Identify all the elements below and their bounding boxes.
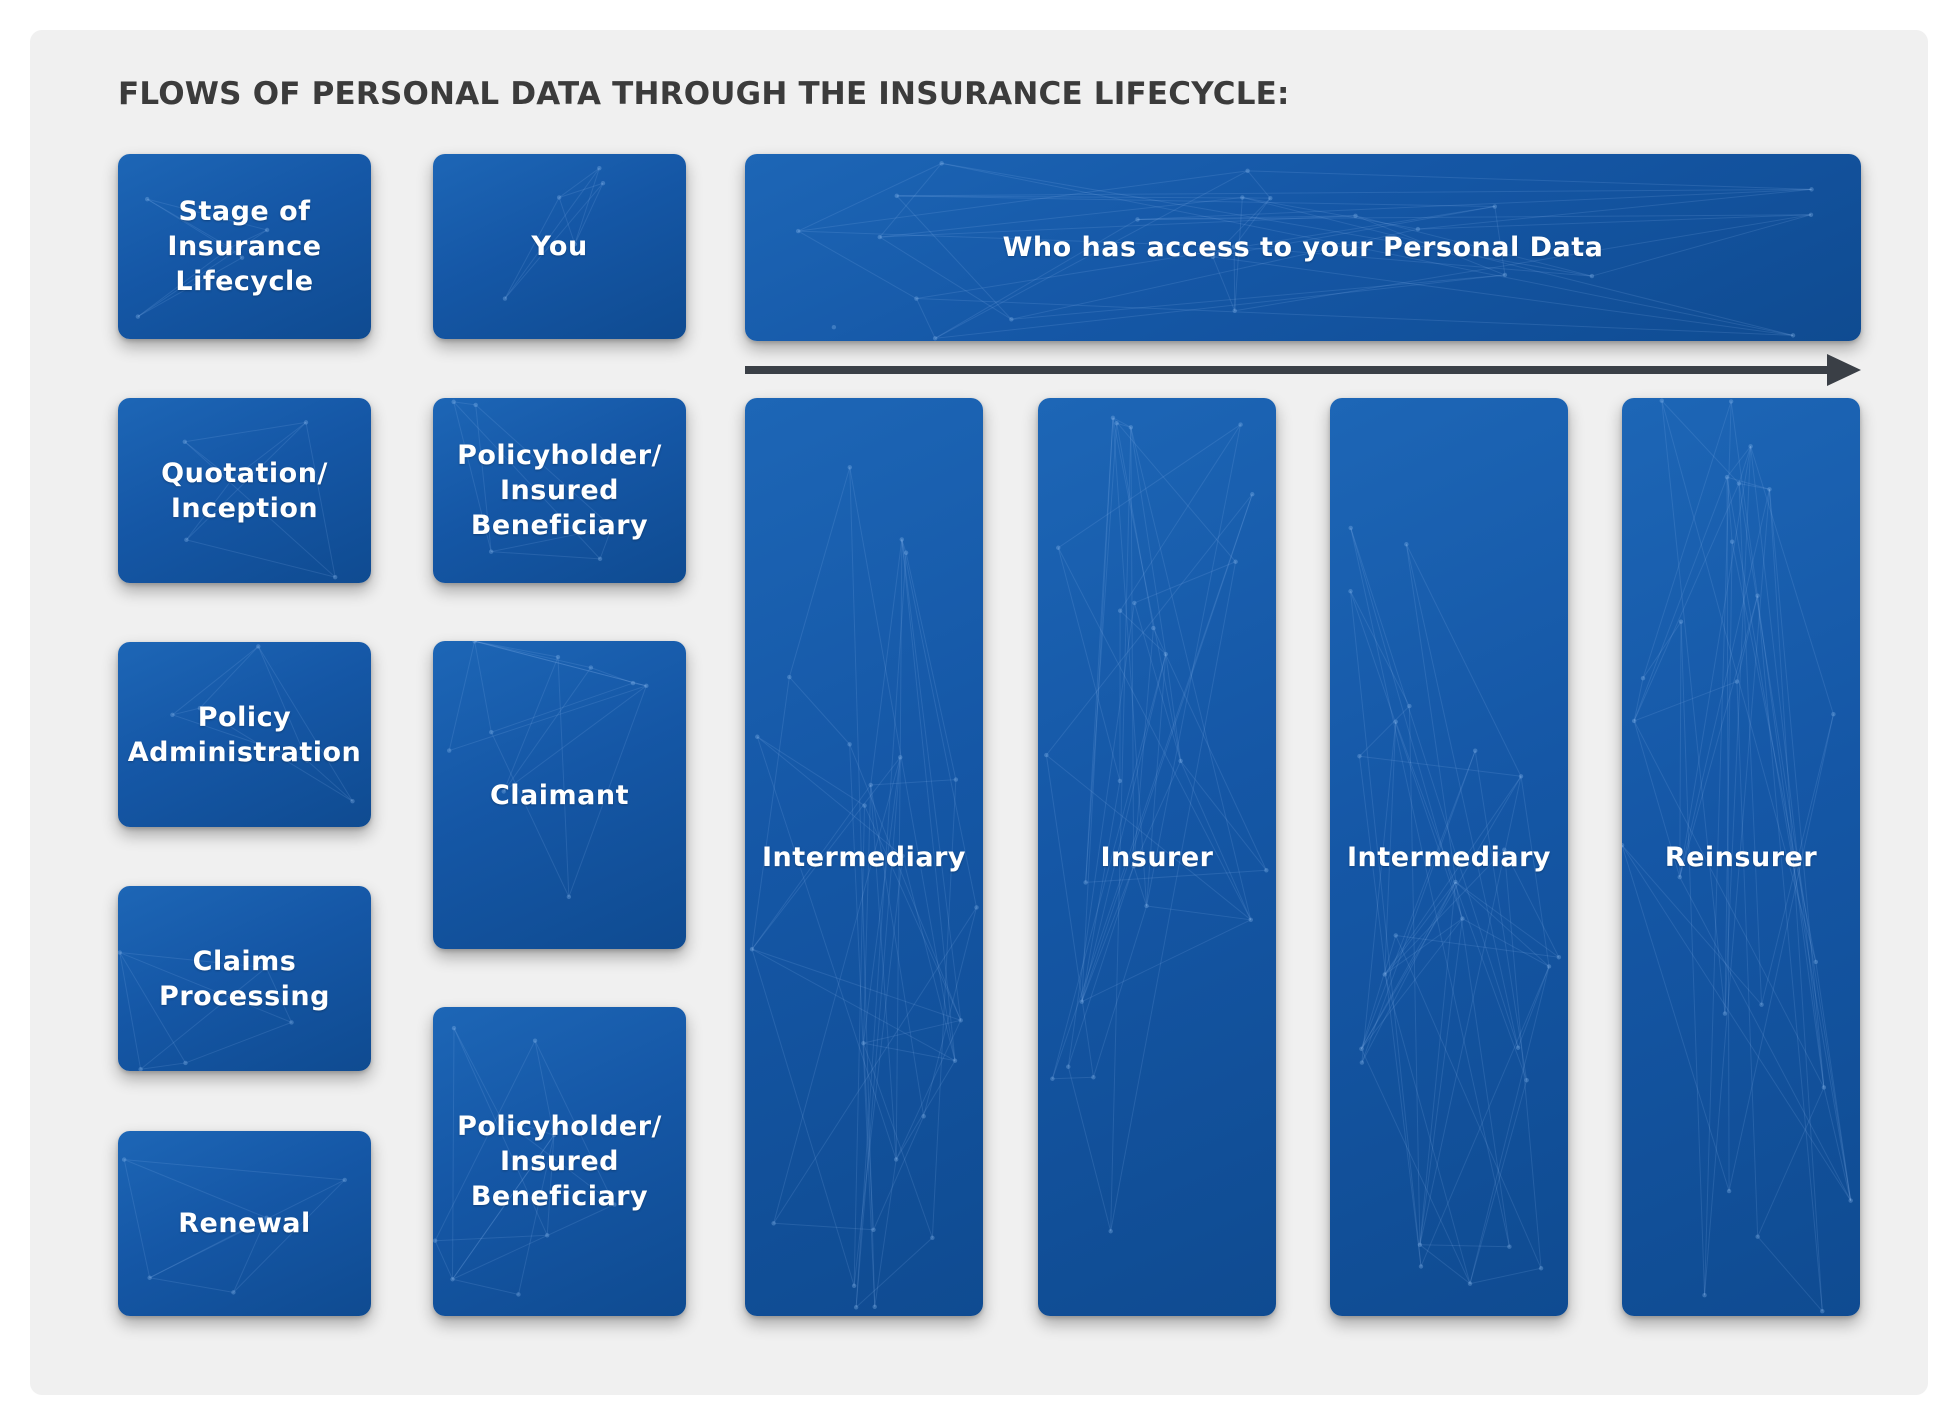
header-stage-of-insurance-lifecycle: Stage of Insurance Lifecycle <box>118 154 371 339</box>
stage-policy-administration: Policy Administration <box>118 642 371 827</box>
header-stage-line: Stage of <box>178 196 311 227</box>
header-stage-line: Insurance <box>167 231 322 262</box>
you-role-line: Policyholder/ <box>457 1111 662 1142</box>
you-policyholder-insured-beneficiary: Policyholder/ Insured Beneficiary <box>433 398 686 583</box>
stage-label-line: Processing <box>159 980 330 1012</box>
you-policyholder-insured-beneficiary-renewal: Policyholder/ Insured Beneficiary <box>433 1007 686 1316</box>
access-party-label: Insurer <box>1100 841 1214 873</box>
you-role-line: Beneficiary <box>470 510 649 541</box>
stage-label-line: Policy <box>197 701 292 733</box>
header-who-has-access: Who has access to your Personal Data <box>745 154 1861 341</box>
stage-label-line: Quotation/ <box>161 457 328 489</box>
you-role-line: Insured <box>499 1146 619 1177</box>
you-claimant: Claimant <box>433 641 686 949</box>
you-role-line: Beneficiary <box>470 1181 649 1212</box>
access-party-label: Intermediary <box>1347 841 1551 873</box>
header-you-label: You <box>531 231 588 262</box>
header-access-label: Who has access to your Personal Data <box>1002 232 1604 263</box>
header-stage-line: Lifecycle <box>175 266 314 297</box>
header-you: You <box>433 154 686 339</box>
flow-arrow <box>745 354 1861 386</box>
you-role-line: Claimant <box>489 779 630 811</box>
access-party-label: Intermediary <box>762 841 966 873</box>
stage-label-line: Inception <box>170 492 319 524</box>
stage-label-line: Renewal <box>178 1208 311 1239</box>
stage-label-line: Claims <box>192 945 297 977</box>
stage-label-line: Administration <box>127 736 362 768</box>
stage-claims-processing: Claims Processing <box>118 886 371 1071</box>
access-insurer: Insurer <box>1038 398 1276 1316</box>
stage-quotation-inception: Quotation/ Inception <box>118 398 371 583</box>
access-reinsurer: Reinsurer <box>1622 398 1860 1316</box>
stage-renewal: Renewal <box>118 1131 371 1316</box>
access-intermediary: Intermediary <box>745 398 983 1316</box>
you-role-line: Policyholder/ <box>457 440 662 471</box>
access-intermediary-second: Intermediary <box>1330 398 1568 1316</box>
you-role-line: Insured <box>499 475 619 506</box>
access-party-label: Reinsurer <box>1664 841 1818 873</box>
diagram-title: FLOWS OF PERSONAL DATA THROUGH THE INSUR… <box>118 76 1290 112</box>
